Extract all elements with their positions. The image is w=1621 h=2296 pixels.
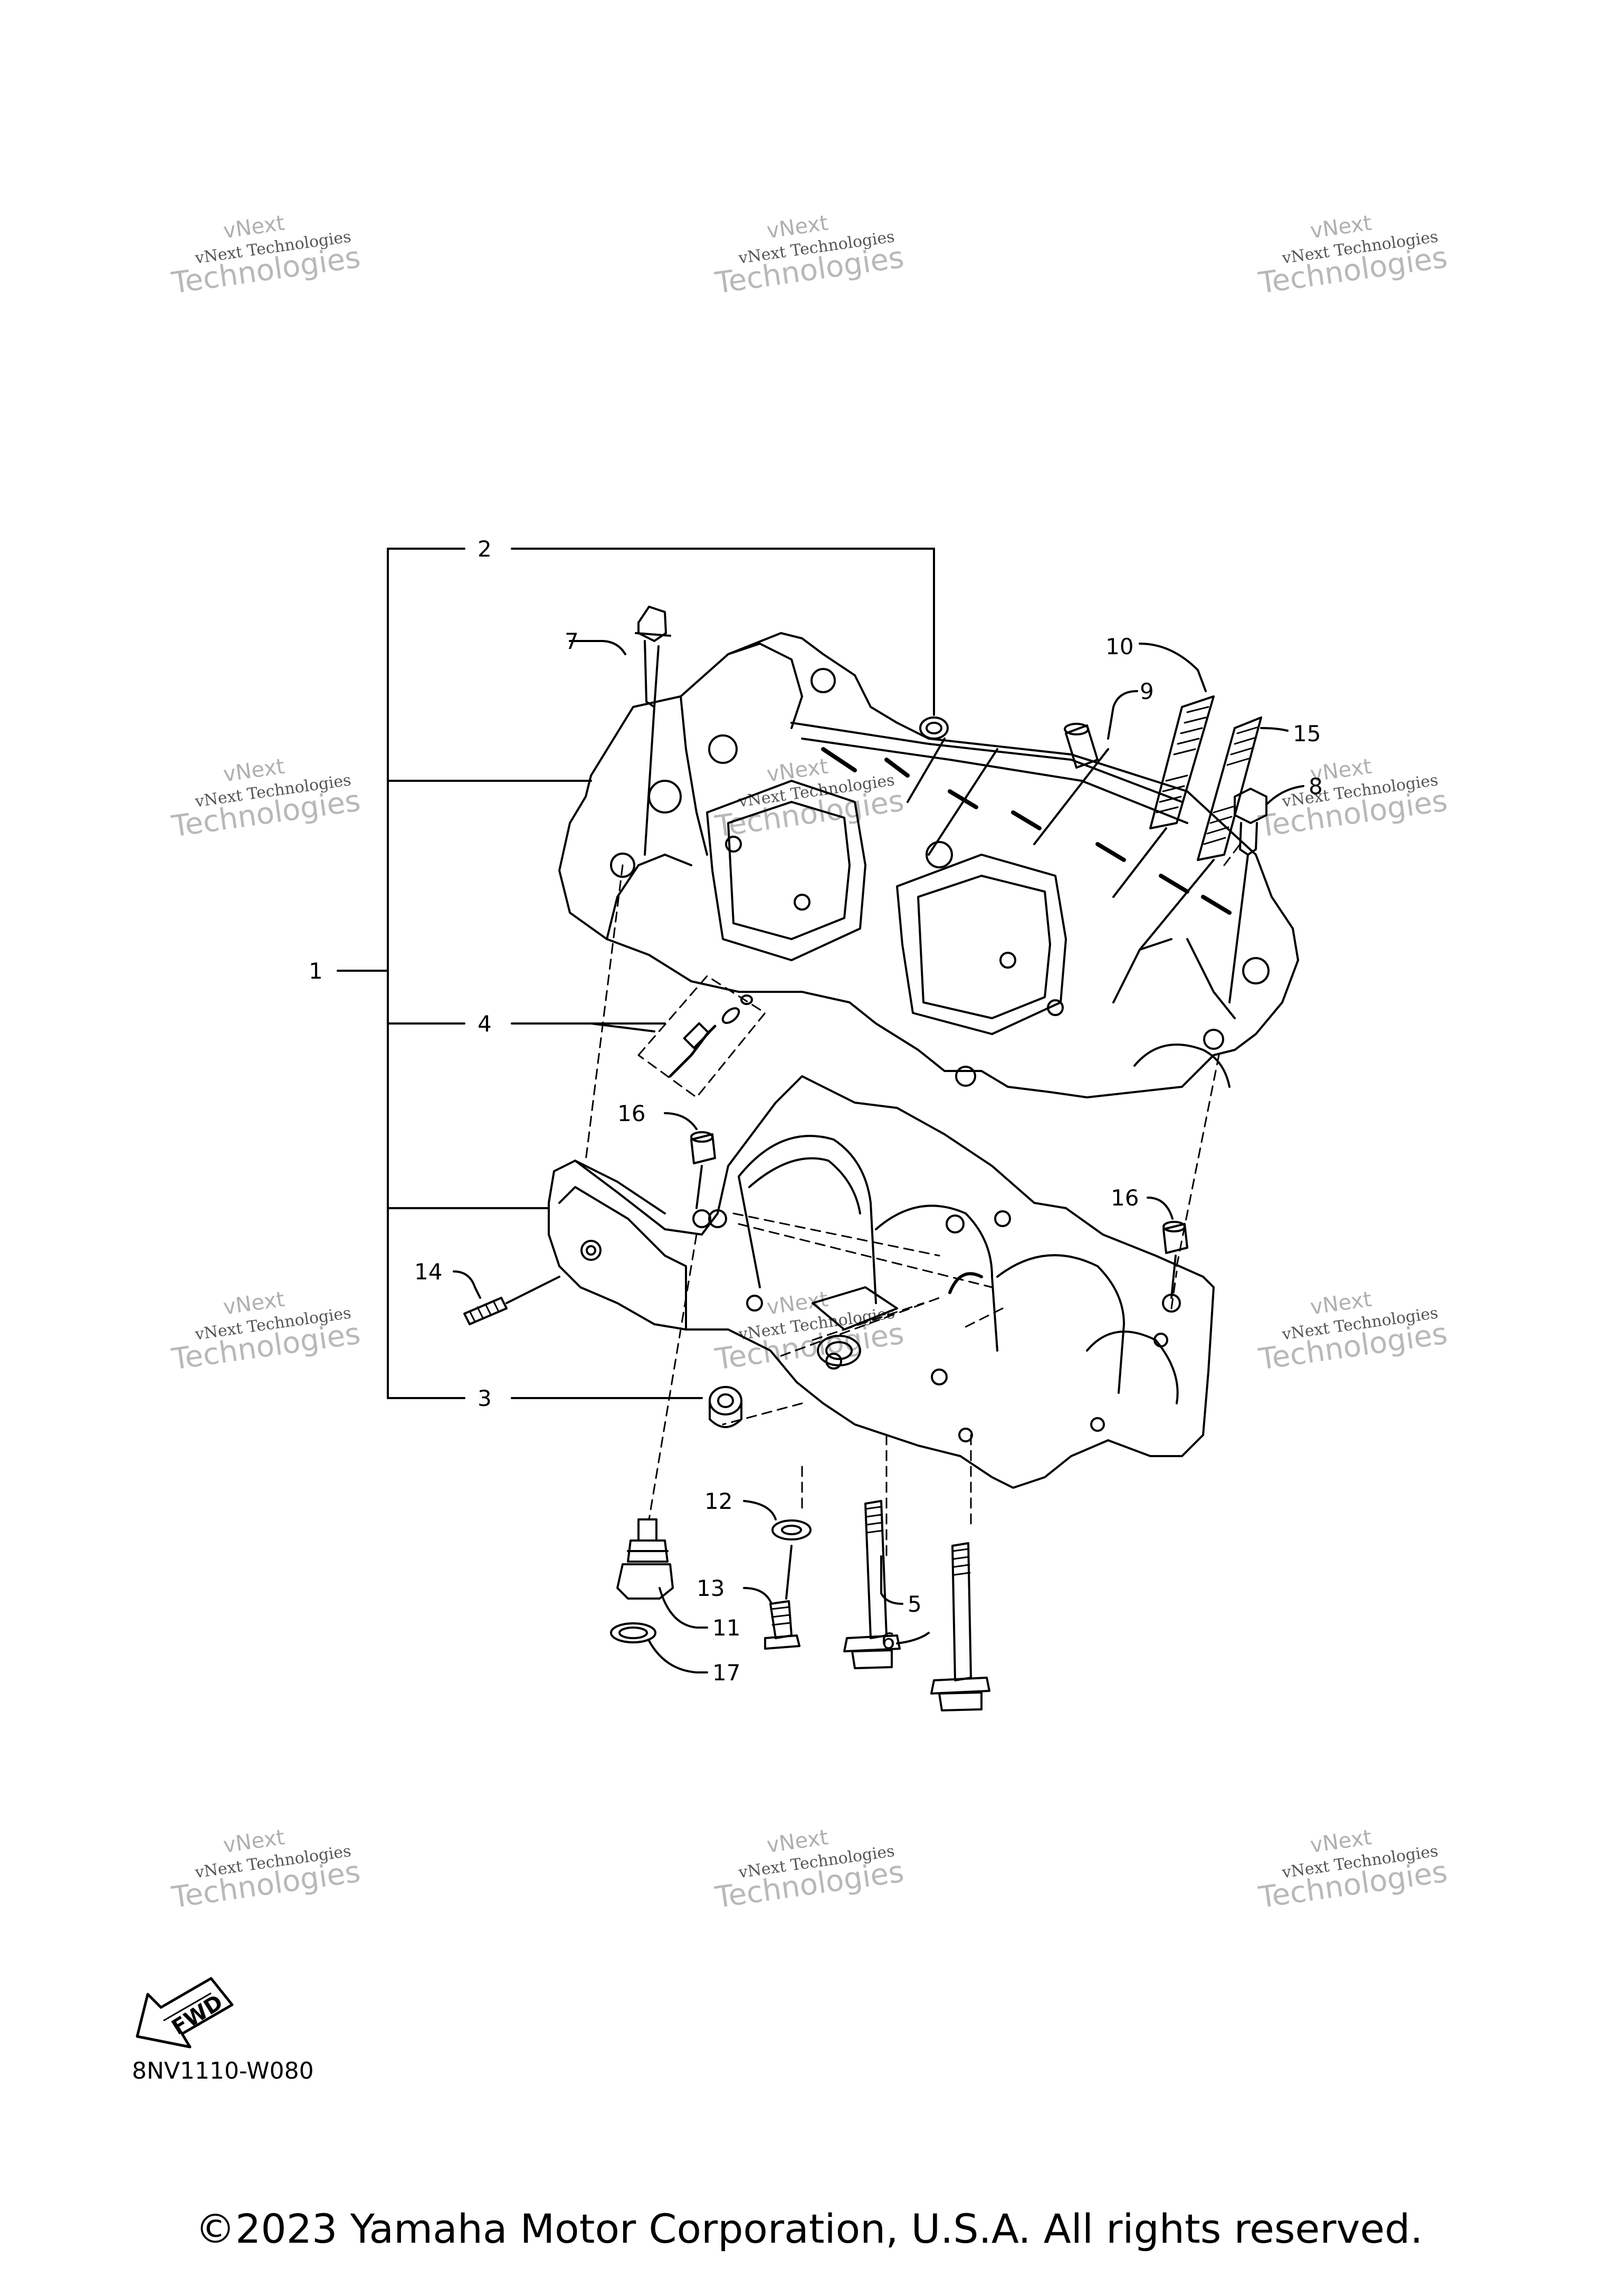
part-17-washer <box>610 1622 708 1673</box>
callout-3: 3 <box>478 1385 492 1411</box>
callout-9: 9 <box>1140 678 1154 704</box>
part-8-bolt <box>1228 785 1304 1003</box>
part-5-bolt <box>843 1500 903 1669</box>
assembly-bracket <box>337 548 935 1399</box>
callout-2: 2 <box>478 536 492 562</box>
callout-13: 13 <box>697 1575 724 1601</box>
part-10-stud <box>1112 643 1215 898</box>
part-6-bolt <box>896 1542 990 1711</box>
callout-10: 10 <box>1105 634 1133 659</box>
copyright-notice: ©2023 Yamaha Motor Corporation, U.S.A. A… <box>195 2205 1423 2252</box>
callout-5: 5 <box>908 1591 922 1617</box>
callout-16-left: 16 <box>617 1101 645 1126</box>
callout-16-right: 16 <box>1111 1185 1139 1211</box>
callout-14: 14 <box>414 1259 442 1285</box>
callout-17: 17 <box>712 1660 740 1686</box>
callout-6: 6 <box>881 1628 895 1654</box>
callout-labels: 2 7 10 9 15 8 1 4 16 16 14 3 12 13 5 6 1… <box>309 536 1323 1686</box>
callout-1: 1 <box>309 958 323 984</box>
part-16-dowel-left <box>664 1112 716 1209</box>
upper-crankcase <box>558 632 1299 1098</box>
callout-15: 15 <box>1293 721 1321 747</box>
callout-12: 12 <box>704 1488 732 1514</box>
part-12-washer <box>743 1500 812 1541</box>
part-15-stud <box>1139 716 1289 951</box>
callout-4: 4 <box>478 1011 492 1037</box>
part-14-stud <box>453 1270 560 1325</box>
part-16-dowel-right <box>1147 1197 1188 1299</box>
part-11-sender <box>616 1518 708 1629</box>
callout-7: 7 <box>565 628 579 654</box>
callout-8: 8 <box>1309 773 1323 799</box>
lower-crankcase <box>548 1075 1215 1489</box>
part-3-collar <box>709 1386 742 1428</box>
part-13-bolt <box>743 1545 800 1650</box>
item-4-group <box>590 975 766 1098</box>
forward-arrow-icon: FWD <box>132 1973 248 2052</box>
callout-11: 11 <box>712 1615 740 1641</box>
part-2-seal <box>907 716 998 856</box>
part-9-dowel <box>1033 690 1138 845</box>
diagram-code: 8NV1110-W080 <box>132 2058 314 2084</box>
part-7-bolt <box>569 606 671 856</box>
alignment-lines <box>585 843 1241 1563</box>
